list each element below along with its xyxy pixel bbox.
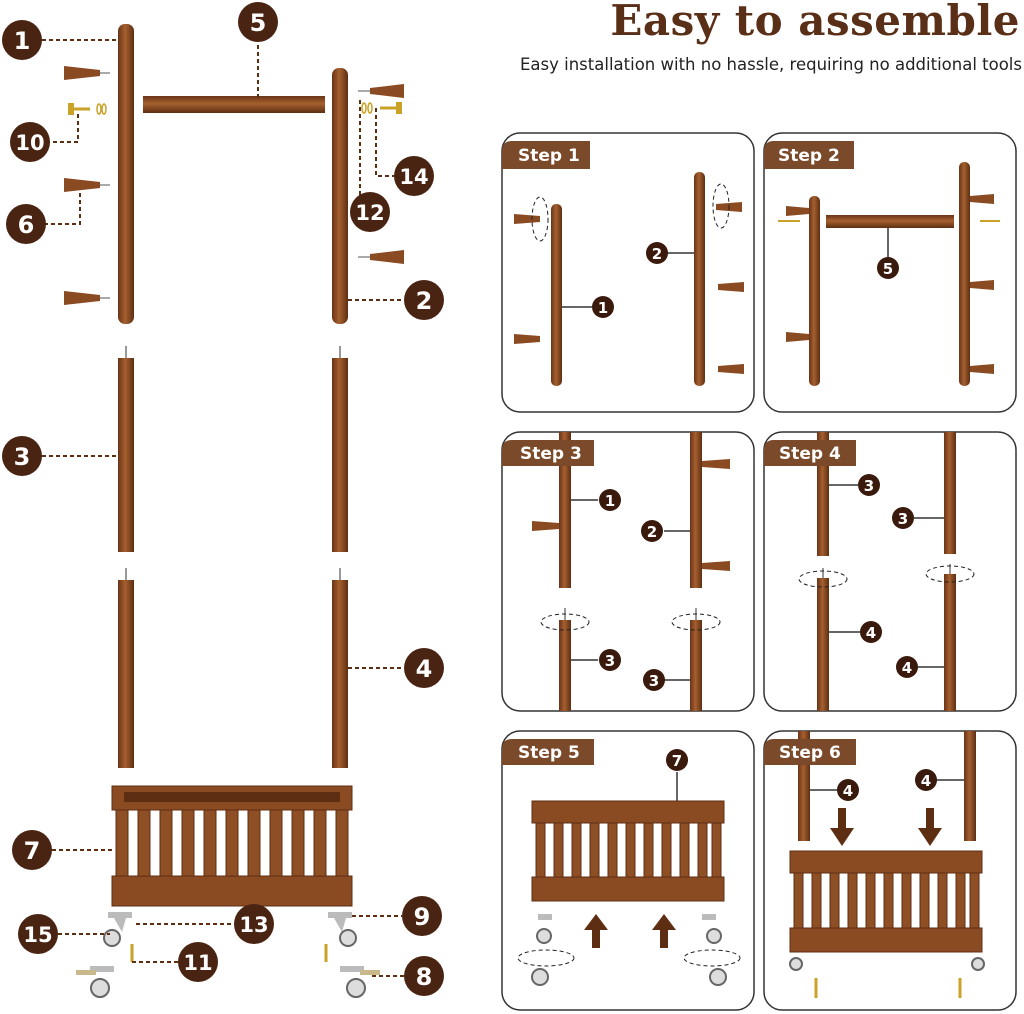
part-number: 3 <box>605 652 615 670</box>
step-label: Step 3 <box>520 444 582 464</box>
hook-left-2 <box>64 178 110 192</box>
step-5-panel: Step 5 7 <box>501 730 755 1011</box>
part-badge-8: 8 <box>404 956 444 996</box>
part-number: 4 <box>843 782 853 800</box>
part-badge-9: 9 <box>402 896 442 936</box>
caster-13 <box>103 912 132 947</box>
step-label: Step 6 <box>779 743 841 763</box>
part-badge-10: 10 <box>10 122 50 162</box>
part-number: 7 <box>672 752 682 770</box>
part-badge-11: 11 <box>178 942 218 982</box>
pole-2 <box>332 68 348 324</box>
pole-3-left <box>118 358 134 552</box>
step-label: Step 5 <box>518 743 580 763</box>
part-badge-13: 13 <box>234 904 274 944</box>
pole-3-right <box>332 358 348 552</box>
part-number: 10 <box>15 131 44 155</box>
part-number: 15 <box>23 923 52 947</box>
part-number: 3 <box>649 672 659 690</box>
part-number: 9 <box>414 903 431 931</box>
part-number: 11 <box>183 951 212 975</box>
leader-lines <box>42 38 404 977</box>
page-subtitle: Easy installation with no hassle, requir… <box>520 55 1022 74</box>
hook-right-2 <box>358 250 404 264</box>
hook-right-1 <box>358 84 404 98</box>
part-badge-1: 1 <box>2 20 42 60</box>
part-badge-7: 7 <box>12 830 52 870</box>
part-number: 14 <box>399 165 428 189</box>
part-badge-12: 12 <box>350 192 390 232</box>
part-number: 4 <box>866 624 876 642</box>
part-badge-4: 4 <box>404 648 444 688</box>
part-number: 12 <box>355 201 384 225</box>
basket-7 <box>111 785 353 907</box>
part-number: 6 <box>18 211 35 239</box>
part-number: 1 <box>14 27 31 55</box>
part-number: 3 <box>898 510 908 528</box>
screw-14 <box>380 102 402 114</box>
part-number: 3 <box>864 477 874 495</box>
part-number: 1 <box>598 299 608 317</box>
bolt-15 <box>130 944 328 962</box>
step-3-panel: Step 3 1 2 3 3 <box>501 431 755 712</box>
step-6-panel: Step 6 4 4 <box>763 730 1017 1011</box>
exploded-view: 1 5 10 6 14 12 2 3 4 7 15 13 9 11 8 <box>2 2 444 998</box>
part-badge-2: 2 <box>404 280 444 320</box>
part-badge-15: 15 <box>18 914 58 954</box>
screw-10 <box>68 103 107 115</box>
page-title: Easy to assemble <box>610 0 1020 45</box>
hook-left-1 <box>64 66 110 80</box>
part-number: 2 <box>416 287 433 315</box>
part-number: 5 <box>883 260 893 278</box>
part-number: 1 <box>605 492 615 510</box>
caster-11 <box>76 966 114 998</box>
pole-1 <box>118 24 134 324</box>
part-number: 3 <box>14 443 31 471</box>
part-number: 7 <box>24 837 41 865</box>
step-label: Step 2 <box>778 146 840 166</box>
caster-8 <box>340 966 380 998</box>
part-number: 4 <box>921 772 931 790</box>
pole-4-right <box>332 580 348 768</box>
step-4-panel: Step 4 3 3 4 4 <box>763 431 1017 712</box>
part-badge-5: 5 <box>238 2 278 42</box>
part-badge-3: 3 <box>2 436 42 476</box>
part-number: 2 <box>652 245 662 263</box>
step-label: Step 1 <box>518 146 580 166</box>
part-badge-6: 6 <box>6 204 46 244</box>
crossbar-5 <box>143 96 325 113</box>
part-number: 8 <box>416 963 433 991</box>
part-number: 4 <box>902 659 912 677</box>
pole-4-left <box>118 580 134 768</box>
washers-12 <box>361 102 373 114</box>
step-2-panel: Step 2 5 <box>763 132 1017 413</box>
step-label: Step 4 <box>779 444 841 464</box>
part-number: 13 <box>239 913 268 937</box>
part-number: 4 <box>416 655 433 683</box>
hook-left-3 <box>64 291 110 305</box>
part-number: 5 <box>250 9 267 37</box>
caster-9 <box>328 912 357 947</box>
part-badge-14: 14 <box>394 156 434 196</box>
part-number: 2 <box>647 523 657 541</box>
step-1-panel: Step 1 1 2 <box>501 132 755 413</box>
